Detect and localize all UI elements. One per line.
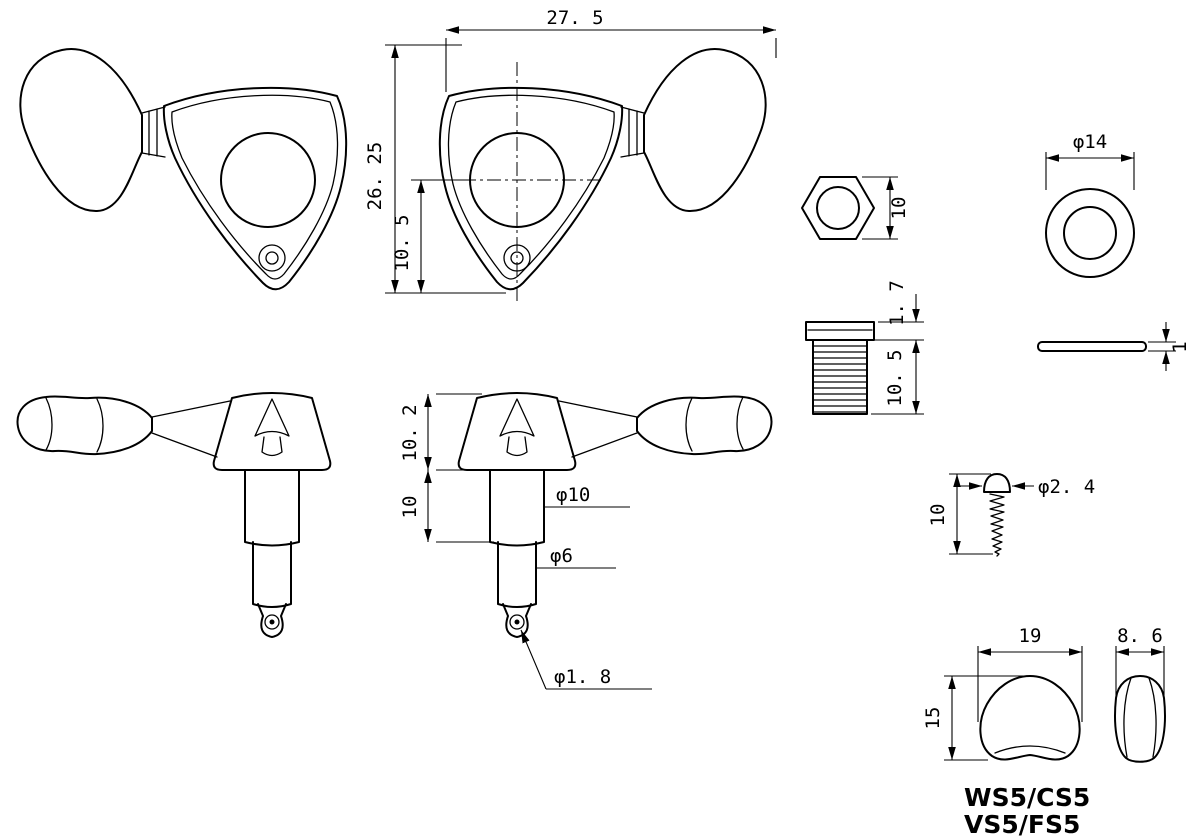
dim-housing-depth-label: 10. 2: [399, 404, 421, 461]
dim-button-height: 15: [922, 675, 1024, 761]
dim-nut-across-flats: 10: [862, 176, 910, 240]
worm-key: [254, 398, 290, 457]
plan-view-button-right: [457, 392, 773, 638]
button-side-inner-lines: [1123, 677, 1157, 758]
tip-hole-ring: [509, 614, 525, 630]
bushing-thread-body: [812, 339, 868, 415]
dim-post-dia-label: φ10: [556, 484, 590, 506]
dim-height-post-center-label: 10. 5: [391, 214, 413, 271]
washer-outer-circle: [1045, 188, 1135, 278]
dim-button-height-label: 15: [922, 707, 944, 730]
dim-tip-hole-label: φ1. 8: [554, 666, 611, 688]
mount-hole-inner: [265, 251, 279, 265]
gear-cover-circle: [220, 132, 316, 228]
button-front-view: 19 15: [922, 625, 1083, 761]
button-grip-lines: [45, 397, 104, 453]
housing-inner-contour: [447, 94, 615, 280]
dim-bushing-flange: 1. 7: [871, 280, 924, 341]
dim-bushing-thread-length: 10. 5: [871, 340, 924, 415]
housing-outline: [162, 86, 348, 291]
button-outline: [19, 48, 143, 213]
post-shaft: [497, 541, 537, 608]
dim-nut-label: 10: [888, 197, 910, 220]
housing-outline: [457, 392, 577, 471]
housing-outline: [438, 86, 624, 291]
screw-view: 10 φ2. 4: [927, 473, 1095, 557]
tip-hole-center: [514, 619, 520, 625]
dim-tip-hole: φ1. 8: [520, 629, 652, 690]
dim-screw-length: 10: [927, 473, 993, 555]
hex-nut-view: 10: [801, 176, 910, 240]
dim-post-length-label: 10: [399, 496, 421, 519]
dim-bushing-flange-label: 1. 7: [886, 280, 908, 326]
stem-lines: [151, 400, 231, 458]
stem-lines: [558, 400, 638, 458]
tip-hole-ring: [264, 614, 280, 630]
hex-nut-outline: [801, 176, 875, 240]
tip-hole-center: [269, 619, 275, 625]
dim-washer-thickness-label: 1: [1169, 341, 1191, 352]
button-outline: [16, 395, 153, 456]
button-grip-lines: [685, 396, 744, 452]
screw-head: [983, 473, 1011, 493]
ferrule: [141, 106, 166, 158]
dim-height-total-label: 26. 25: [364, 142, 386, 211]
dim-washer-thickness: 1: [1148, 322, 1191, 371]
dim-button-thickness: 8. 6: [1115, 625, 1165, 700]
button-side-view: 8. 6: [1114, 625, 1166, 763]
string-post: [489, 469, 545, 547]
bushing-flange: [805, 321, 875, 341]
dim-shaft-dia-label: φ6: [550, 545, 573, 567]
hex-nut-bore: [816, 186, 860, 230]
dim-button-thickness-label: 8. 6: [1117, 625, 1163, 647]
plan-view-button-left: [16, 392, 332, 638]
dim-height-post-center: 10. 5: [391, 179, 472, 293]
dim-button-width: 19: [977, 625, 1083, 722]
button-outline: [643, 48, 767, 213]
button-front-outline: [979, 675, 1081, 761]
dim-height-total: 26. 25: [364, 44, 506, 294]
dim-washer-od: φ14: [1045, 131, 1135, 190]
ferrule: [620, 106, 645, 158]
washer-inner-circle: [1063, 206, 1117, 260]
dim-button-width-label: 19: [1019, 625, 1042, 647]
dim-overall-length: 27. 5: [445, 7, 777, 92]
string-post: [244, 469, 300, 547]
washer-view: φ14 1: [1037, 131, 1191, 371]
dim-post-dia: φ10: [544, 484, 630, 508]
dim-washer-od-label: φ14: [1073, 131, 1107, 153]
dim-screw-head-dia-label: φ2. 4: [1038, 476, 1095, 498]
button-side-outline: [1114, 675, 1166, 763]
worm-key: [499, 398, 535, 457]
button-outline: [636, 395, 773, 456]
bushing-thread-lines: [812, 345, 868, 413]
model-labels: WS5/CS5 VS5/FS5: [964, 783, 1090, 839]
post-tip: [257, 603, 287, 638]
dim-post-length: 10: [399, 470, 494, 543]
bushing-view: 1. 7 10. 5: [805, 280, 924, 415]
post-tip: [502, 603, 532, 638]
button-front-inner-line: [994, 745, 1066, 754]
model-label-line1: WS5/CS5: [964, 783, 1090, 812]
side-view-button-left: [19, 48, 348, 291]
side-view-button-right: [437, 48, 767, 302]
housing-inner-contour: [171, 94, 339, 280]
dim-bushing-thread-label: 10. 5: [884, 349, 906, 406]
model-label-line2: VS5/FS5: [964, 810, 1080, 839]
washer-side-view: [1037, 341, 1147, 352]
dim-housing-depth: 10. 2: [399, 393, 482, 471]
housing-outline: [212, 392, 332, 471]
screw-thread: [989, 493, 1005, 557]
dim-overall-length-label: 27. 5: [546, 7, 603, 29]
dim-shaft-dia: φ6: [536, 545, 616, 569]
dim-screw-head-dia: φ2. 4: [960, 476, 1095, 498]
post-shaft: [252, 541, 292, 608]
mount-hole-outer: [258, 244, 286, 272]
dim-screw-length-label: 10: [927, 504, 949, 527]
